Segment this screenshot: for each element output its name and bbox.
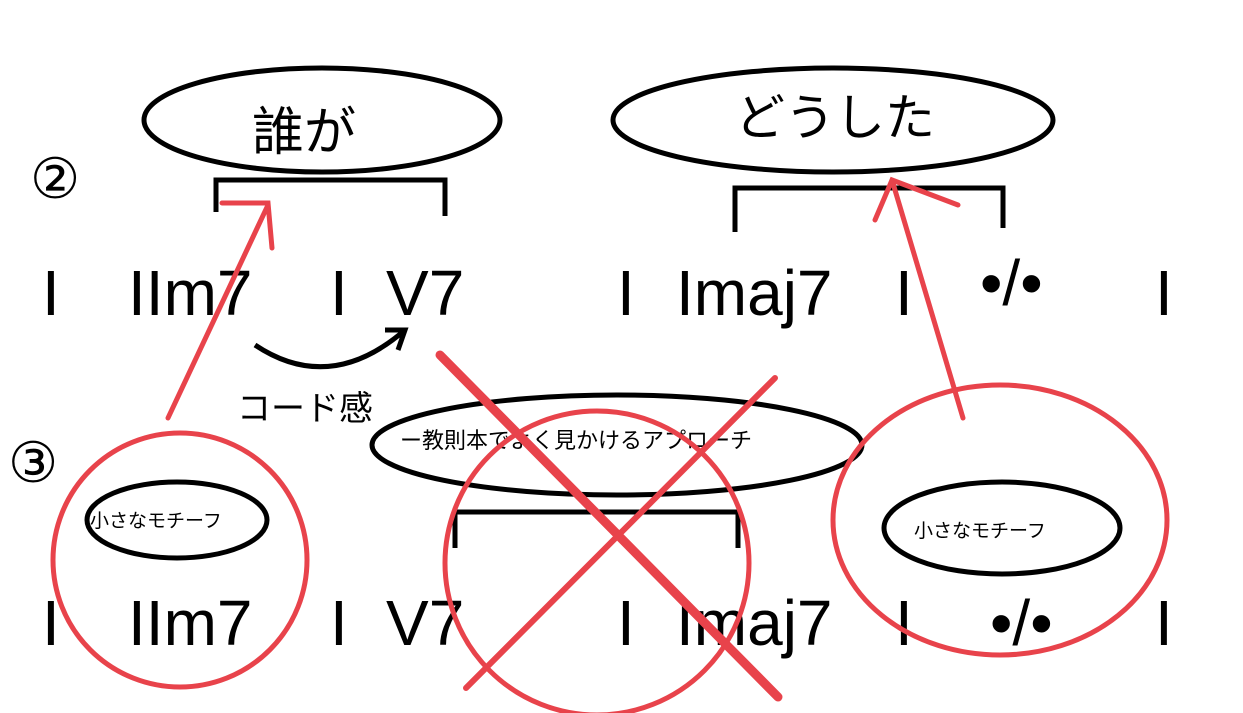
barline: I (1155, 257, 1173, 329)
barline: I (895, 257, 913, 329)
red-arrow-right (872, 176, 966, 421)
barline: I (1155, 587, 1173, 659)
chord-row-1: I IIm7 I V7 I Imaj7 I •/• I (42, 247, 1173, 329)
chord-v7: V7 (386, 257, 464, 329)
chord-imaj7: Imaj7 (676, 257, 833, 329)
barline: I (330, 587, 348, 659)
who-ellipse (141, 65, 503, 175)
barline: I (617, 257, 635, 329)
red-circle-right (830, 382, 1170, 658)
repeat-sign: •/• (980, 247, 1043, 319)
red-circle-left (50, 430, 310, 690)
red-circle-center (442, 408, 752, 713)
red-x-stroke (463, 375, 778, 691)
chord-feel-arrow (253, 327, 409, 370)
chord-iim7: IIm7 (128, 257, 252, 329)
did-label: どうした (735, 89, 935, 147)
barline: I (617, 587, 635, 659)
step2-label: ② (30, 147, 80, 212)
barline: I (895, 587, 913, 659)
motif-ellipse-left (84, 479, 270, 561)
bracket-who (213, 177, 448, 216)
bracket-did (732, 185, 1006, 232)
red-arrow-left (165, 200, 275, 421)
repeat-sign: •/• (990, 587, 1053, 659)
textbook-label: ー教則本でよく見かけるアプローチ (400, 429, 752, 454)
motif-ellipse-right (881, 479, 1123, 577)
chord-iim7: IIm7 (128, 587, 252, 659)
who-label: 誰が (252, 103, 356, 163)
red-x-stroke (435, 350, 783, 702)
chord-v7: V7 (386, 587, 464, 659)
motif-label-left: 小さなモチーフ (90, 510, 222, 532)
did-ellipse (610, 65, 1056, 175)
step3-label: ③ (8, 431, 58, 496)
barline: I (42, 587, 60, 659)
motif-label-right: 小さなモチーフ (914, 520, 1046, 542)
barline: I (330, 257, 348, 329)
barline: I (42, 257, 60, 329)
chord-row-2: I IIm7 I V7 I Imaj7 I •/• I (42, 587, 1173, 659)
chord-feel-label: コード感 (237, 389, 373, 429)
